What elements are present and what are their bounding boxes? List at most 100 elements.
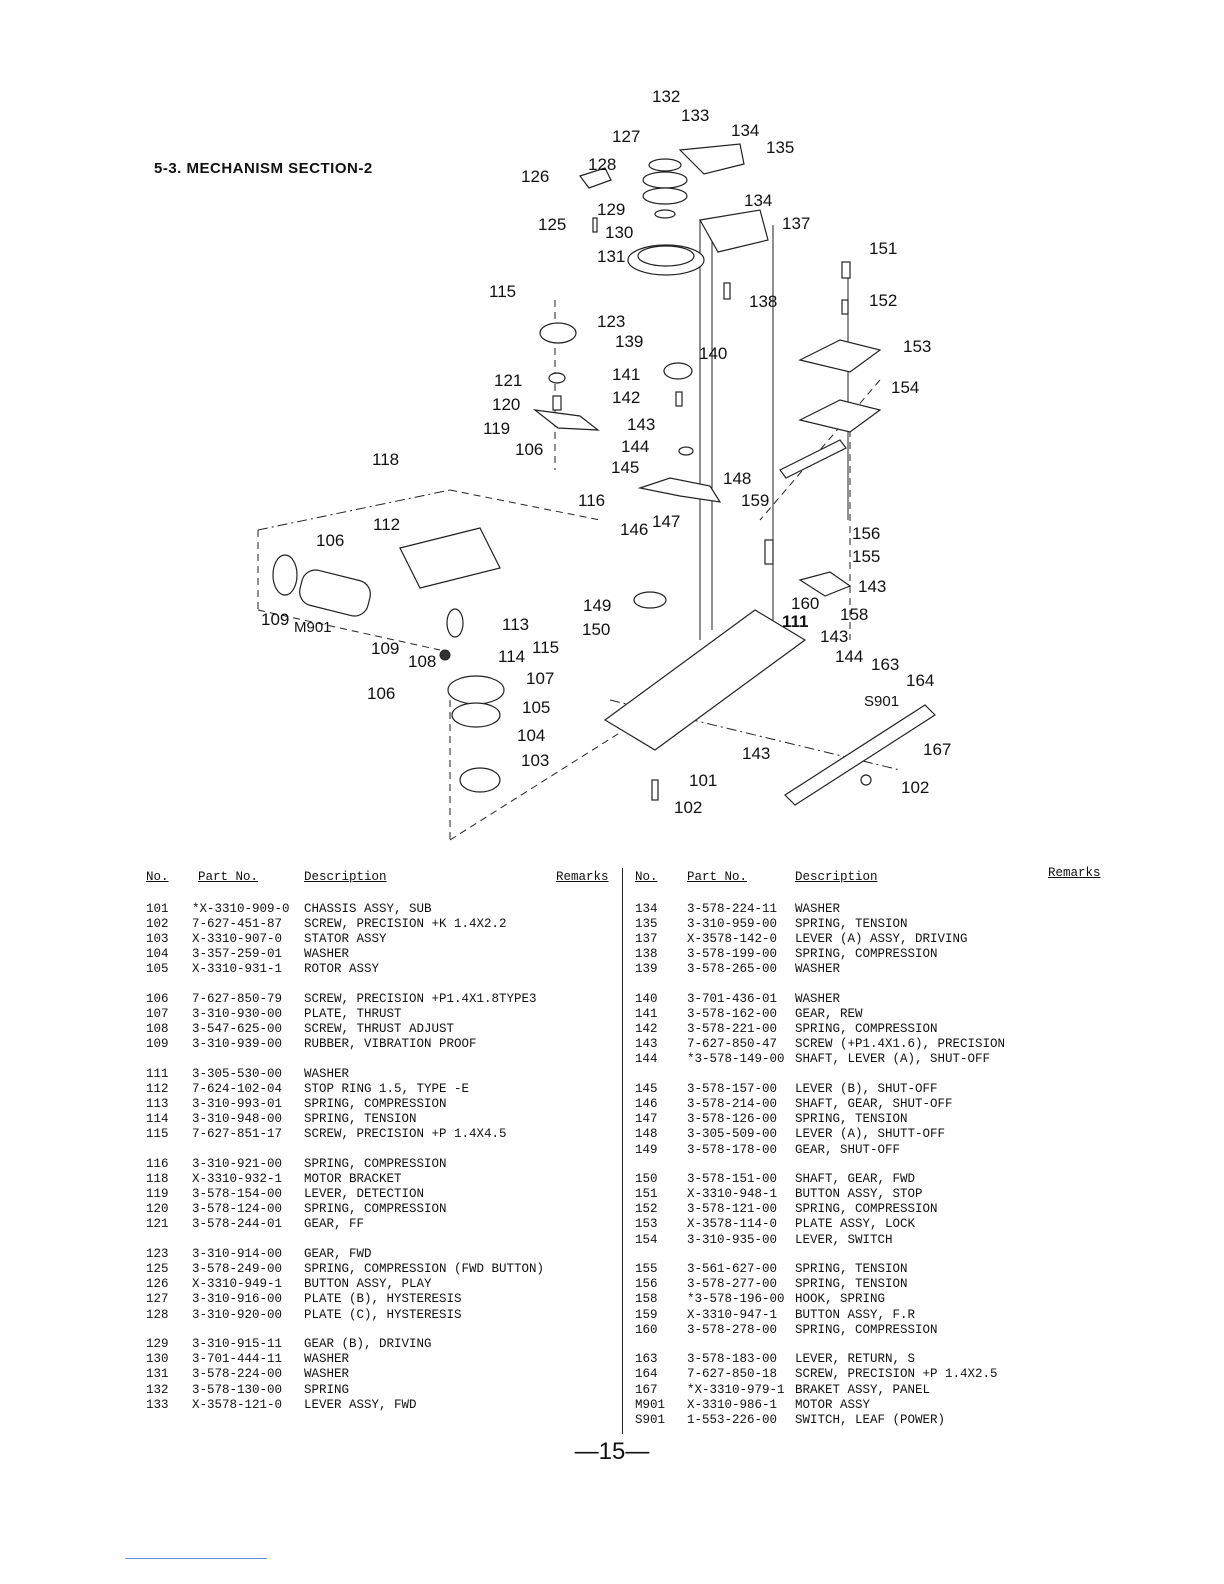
cell-part-no: 3-578-199-00 [687,947,778,962]
cell-part-no: 3-578-278-00 [687,1322,778,1337]
cell-no: 145 [635,1082,658,1097]
chassis-plate [603,609,936,806]
callout-labels: 132 133 134 135 127 128 126 134 129 125 … [261,87,951,817]
cell-description: PLATE (B), HYSTERESIS [304,1292,462,1307]
cell-part-no: *3-578-149-00 [687,1052,785,1067]
group-gap [145,1233,615,1248]
cell-no: 137 [635,932,658,947]
cell-part-no: X-3310-907-0 [192,932,283,947]
cell-part-no: 3-305-530-00 [192,1067,283,1082]
cell-part-no: 3-310-939-00 [192,1037,283,1052]
cell-part-no: 3-310-930-00 [192,1007,283,1022]
cell-part-no: 3-310-915-11 [192,1337,283,1352]
cell-no: 111 [146,1067,169,1082]
cell-description: WASHER [304,1367,350,1382]
cell-no: 153 [635,1217,658,1232]
cell-description: WASHER [304,1067,350,1082]
cell-description: STATOR ASSY [304,932,387,947]
cell-part-no: 7-624-102-04 [192,1082,283,1097]
cell-description: SPRING, TENSION [795,1262,908,1277]
cell-description: WASHER [795,962,841,977]
cell-part-no: *X-3310-909-0 [192,902,290,916]
cell-no: 143 [635,1037,658,1052]
cell-description: SPRING, COMPRESSION [795,1322,938,1337]
cell-no: 142 [635,1022,658,1037]
motor-assembly [272,527,505,793]
page-number: —15— [574,1438,650,1465]
callout-158: 158 [840,605,868,624]
callout-143c: 143 [820,627,848,646]
col-no-header: No. [146,870,169,884]
table-header: No. Part No. Description Remarks [145,868,615,890]
cell-part-no: 3-578-214-00 [687,1097,778,1112]
callout-148: 148 [723,469,751,488]
callout-159: 159 [741,491,769,510]
callout-127: 127 [612,127,640,146]
cell-part-no: 7-627-850-79 [192,992,283,1007]
cell-description: SCREW, PRECISION +P1.4X1.8TYPE3 [304,992,537,1007]
cell-description: BRAKET ASSY, PANEL [795,1382,931,1397]
callout-129: 129 [597,200,625,219]
cell-part-no: 3-578-224-11 [687,902,778,916]
callout-134: 134 [731,121,759,140]
cell-part-no: 3-310-916-00 [192,1292,283,1307]
cell-no: 144 [635,1052,658,1067]
callout-s901: S901 [864,693,899,710]
cell-no: 123 [146,1247,169,1262]
cell-description: LEVER ASSY, FWD [304,1397,417,1412]
bottom-rule [125,1558,267,1559]
table-row: 127 3-310-916-00 PLATE (B), HYSTERESIS [145,1292,615,1307]
cell-description: SPRING [304,1382,350,1397]
col-part-no-header: Part No. [687,870,748,884]
callout-102b: 102 [674,798,702,817]
group-gap [634,1068,1109,1083]
callout-m901: M901 [294,619,332,636]
callout-142: 142 [612,388,640,407]
callout-133: 133 [681,106,709,125]
col-description-header: Description [304,870,387,884]
cell-no: 158 [635,1292,658,1307]
col-remarks-header: Remarks [1048,866,1101,880]
callout-135: 135 [766,138,794,157]
cell-description: SPRING, TENSION [795,1112,908,1127]
cell-part-no: X-3310-932-1 [192,1172,283,1187]
cell-description: SPRING, COMPRESSION [304,1097,447,1112]
callout-153: 153 [903,337,931,356]
callout-105: 105 [522,698,550,717]
cell-description: LEVER (B), SHUT-OFF [795,1082,938,1097]
cell-part-no: 3-578-224-00 [192,1367,283,1382]
cell-description: SPRING, COMPRESSION [795,1202,938,1217]
cell-description: SCREW, PRECISION +P 1.4X4.5 [304,1127,507,1142]
callout-134b: 134 [744,191,772,210]
callout-143b: 143 [858,577,886,596]
cell-no: 154 [635,1232,658,1247]
cell-part-no: 3-578-162-00 [687,1007,778,1022]
callout-138: 138 [749,292,777,311]
cell-description: PLATE (C), HYSTERESIS [304,1307,462,1322]
cell-part-no: 7-627-850-18 [687,1367,778,1382]
cell-no: 127 [146,1292,169,1307]
cell-no: 150 [635,1172,658,1187]
cell-no: 149 [635,1142,658,1157]
cell-no: 115 [146,1127,169,1142]
cell-no: 141 [635,1007,658,1022]
cell-no: 133 [146,1397,169,1412]
callout-130: 130 [605,223,633,242]
callout-155: 155 [852,547,880,566]
column-divider [622,868,623,1434]
cell-no: 163 [635,1352,658,1367]
callout-121: 121 [494,371,522,390]
